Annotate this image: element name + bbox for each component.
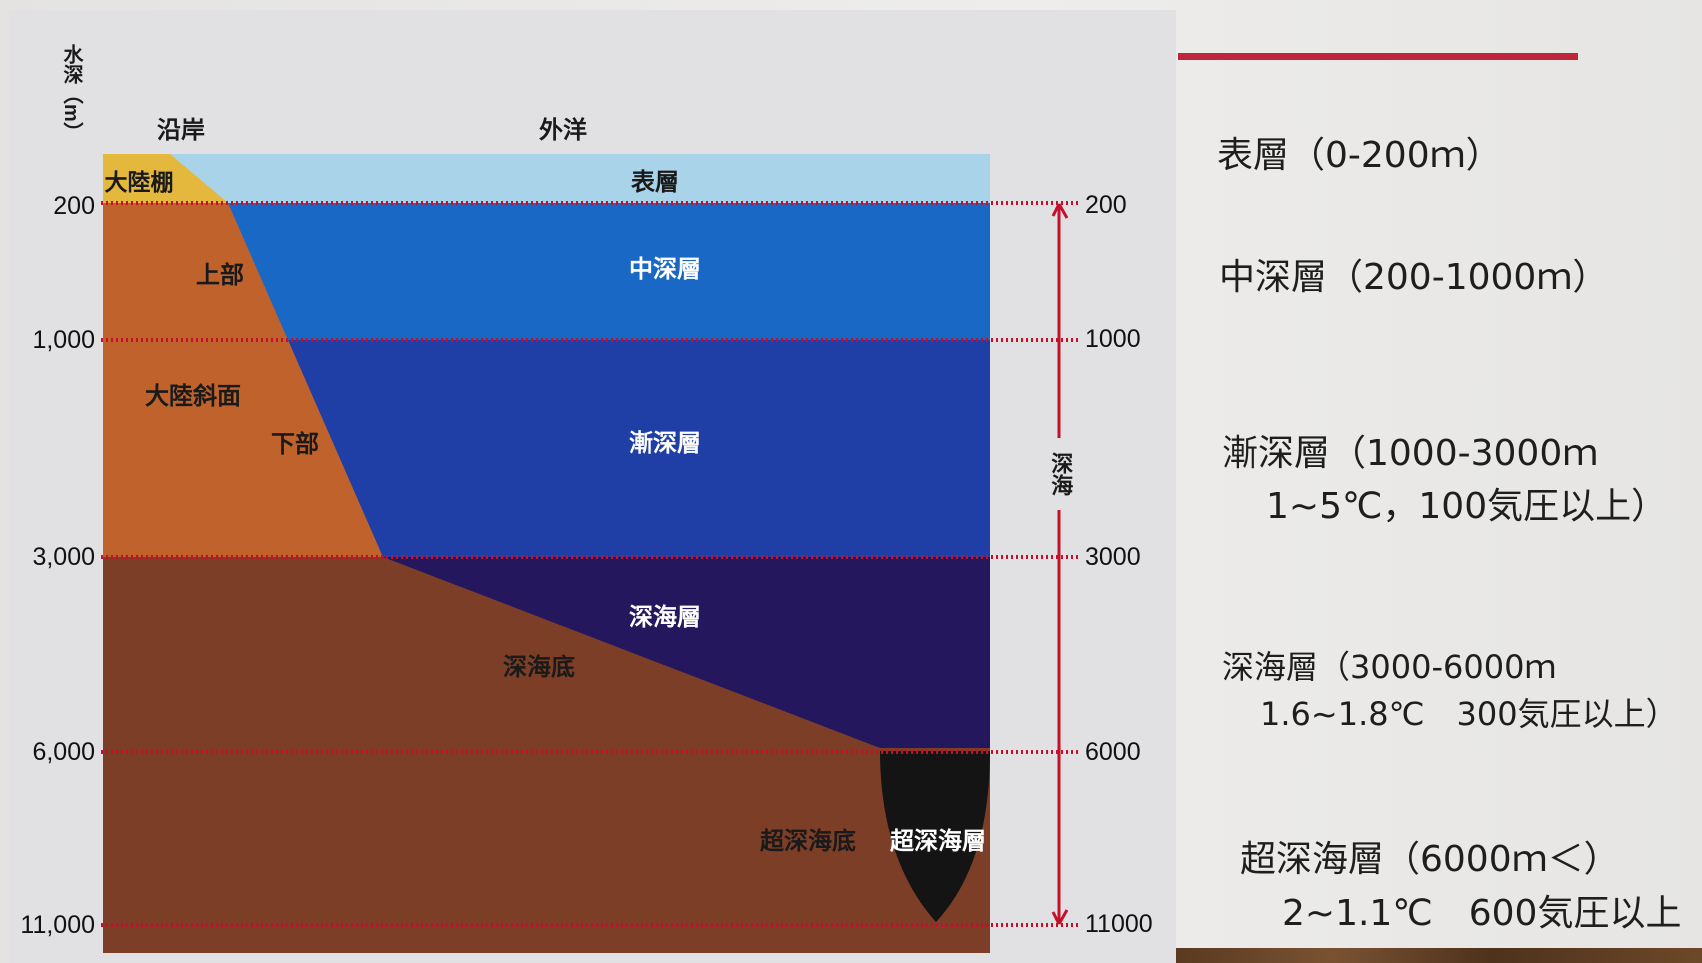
continental-slope-land [103, 203, 383, 557]
side-item-bathypelagic: 漸深層（1000-3000ｍ [1222, 433, 1599, 474]
side-item-abyssopelagic: 深海層（3000-6000ｍ [1222, 648, 1557, 686]
continental-shelf-label: 大陸棚 [105, 169, 174, 195]
depth-right-1000: 1000 [1085, 325, 1141, 353]
slope-lower-label: 下部 [271, 430, 319, 458]
accent-line [1178, 53, 1578, 60]
layer-hadal-label: 超深海層 [890, 827, 986, 855]
side-item-surface: 表層（0-200ｍ） [1217, 135, 1502, 176]
y-axis-title: 水深（m） [60, 44, 83, 142]
depth-left-200: 200 [53, 192, 95, 220]
layer-abyssopelagic-label: 深海層 [629, 603, 701, 631]
depth-lines [101, 201, 1080, 927]
side-item-mesopelagic: 中深層（200-1000ｍ） [1219, 257, 1609, 298]
depth-left-11000: 11,000 [20, 911, 95, 939]
zone-coast-label: 沿岸 [157, 116, 205, 144]
layer-surface-band [103, 154, 990, 203]
depth-left-3000: 3,000 [32, 543, 95, 571]
depth-right-11000: 11000 [1085, 910, 1153, 938]
wood-floor-strip [1176, 948, 1702, 963]
side-item-hadal: 超深海層（6000ｍ＜） [1240, 839, 1620, 880]
deep-sea-arrow-bottom [1051, 909, 1069, 925]
layer-mesopelagic-label: 中深層 [629, 256, 701, 283]
continental-slope-label: 大陸斜面 [145, 383, 241, 410]
depth-right-200: 200 [1085, 191, 1127, 219]
side-item-bathypelagic-detail: 1~5℃，100気圧以上） [1266, 486, 1668, 527]
abyssal-plain-label: 深海底 [503, 653, 575, 681]
deep-sea-arrow-top [1051, 203, 1069, 219]
depth-right-6000: 6000 [1085, 738, 1141, 766]
hadal-trench [880, 751, 990, 922]
continental-shelf [103, 154, 228, 203]
depth-left-6000: 6,000 [32, 738, 95, 766]
side-item-hadal-detail: 2~1.1℃ 600気圧以上 [1282, 893, 1682, 934]
deep-sea-label: 深海 [1048, 452, 1073, 496]
depth-right-3000: 3000 [1085, 543, 1141, 571]
hadal-floor-label: 超深海底 [760, 827, 856, 855]
zone-ocean-label: 外洋 [539, 116, 587, 144]
ocean-depth-diagram: 深海 水深（m） 沿岸 外洋 200 1,000 3,000 6,000 11,… [20, 44, 1153, 953]
depth-left-1000: 1,000 [32, 326, 95, 354]
side-item-abyssopelagic-detail: 1.6~1.8℃ 300気圧以上） [1260, 695, 1678, 733]
deep-floor-land [103, 557, 990, 953]
layer-surface-label: 表層 [631, 169, 679, 196]
slope-upper-label: 上部 [196, 261, 244, 289]
layer-bathypelagic-label: 漸深層 [629, 430, 701, 457]
